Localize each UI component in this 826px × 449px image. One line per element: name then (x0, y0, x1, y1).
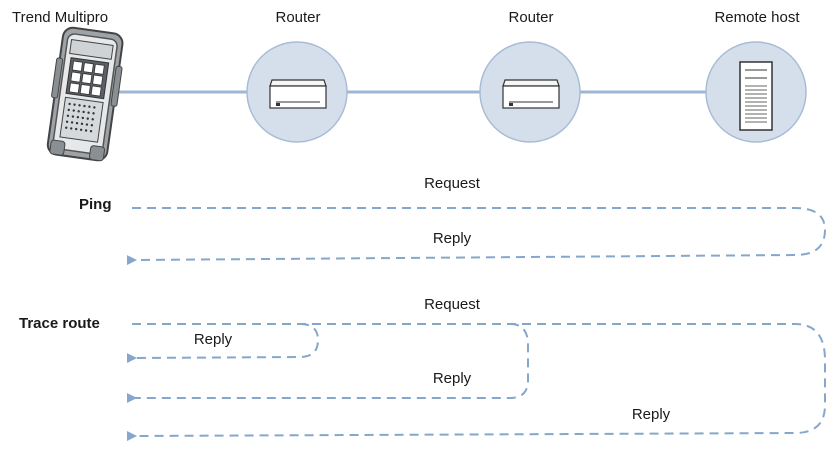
node-label-remote-host: Remote host (714, 9, 800, 26)
trace-reply-label-3: Reply (631, 406, 671, 423)
trace-reply-router-2-path (127, 323, 529, 403)
router-icon (502, 79, 560, 109)
ping-title: Ping (79, 196, 112, 213)
handheld-tester-icon (46, 26, 124, 162)
trace-reply-router-1-path (126, 323, 320, 364)
router-icon (269, 79, 327, 109)
trace-reply-label-1: Reply (193, 331, 233, 348)
router-node-2 (479, 41, 581, 143)
ping-request-reply-path (126, 207, 826, 266)
node-label-router-1: Router (275, 9, 321, 26)
server-tower-icon (739, 61, 773, 131)
ping-reply-label: Reply (432, 230, 472, 247)
ping-request-label: Request (424, 175, 480, 192)
trace-request-label: Request (424, 296, 480, 313)
node-label-trend-multipro: Trend Multipro (12, 9, 109, 26)
node-label-router-2: Router (508, 9, 554, 26)
trace-reply-label-2: Reply (432, 370, 472, 387)
router-node-1 (246, 41, 348, 143)
trace-route-title: Trace route (19, 315, 100, 332)
trace-request-path (126, 323, 826, 442)
remote-host-node (705, 41, 807, 143)
